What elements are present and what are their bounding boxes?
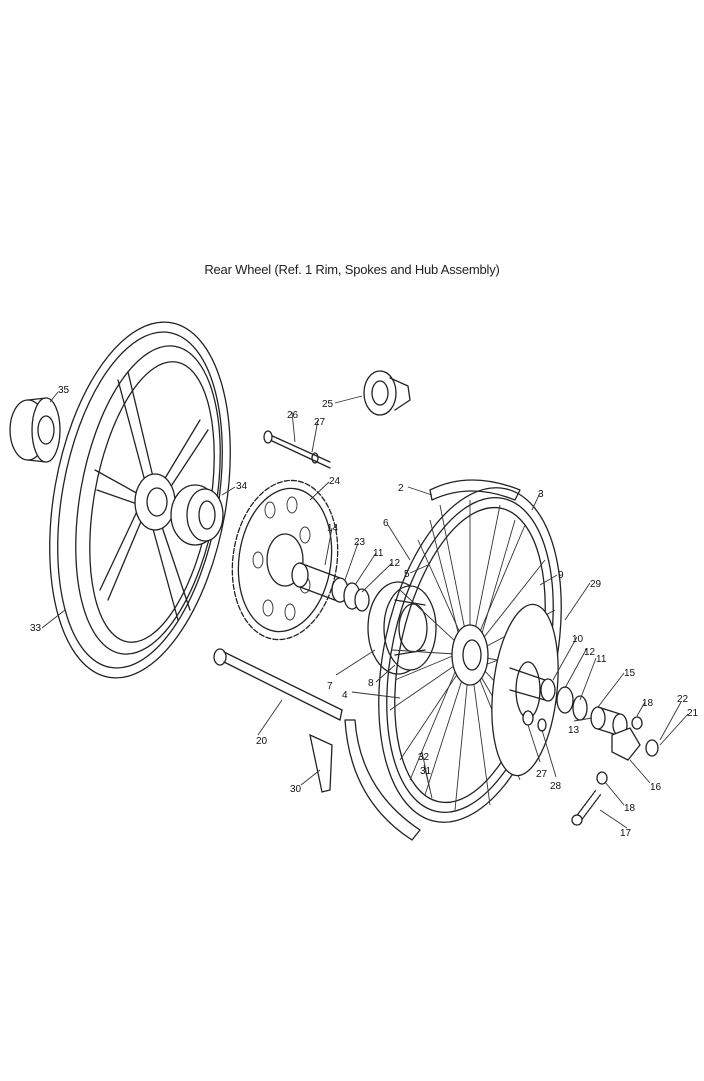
callout-31: 31	[420, 766, 432, 777]
callout-11a: 11	[373, 548, 384, 559]
callout-10: 10	[572, 634, 584, 645]
callout-22: 22	[677, 694, 689, 705]
callout-28: 28	[550, 781, 562, 792]
callout-7: 7	[327, 681, 333, 692]
callout-2: 2	[398, 483, 404, 494]
rear-sprocket	[231, 479, 339, 641]
callout-11b: 11	[596, 654, 607, 665]
callout-35: 35	[58, 385, 70, 396]
callout-16: 16	[650, 782, 662, 793]
callout-8: 8	[368, 678, 374, 689]
rim-tape	[344, 479, 521, 841]
callout-34: 34	[236, 481, 248, 492]
callout-17: 17	[620, 828, 632, 839]
callout-5: 5	[404, 569, 410, 580]
callout-26: 26	[287, 410, 299, 421]
left-spacers	[291, 562, 370, 612]
bearing-drum	[9, 397, 61, 463]
callout-21: 21	[687, 708, 699, 719]
callout-15: 15	[624, 668, 636, 679]
cast-wheel	[49, 321, 231, 679]
diagram-title: Rear Wheel (Ref. 1 Rim, Spokes and Hub A…	[204, 262, 500, 277]
callout-23: 23	[354, 537, 366, 548]
callout-labels: 35 34 33 25 26 27 24 2 3 6 5 9 29 14 23 …	[30, 385, 699, 839]
torque-arm-bracket	[309, 733, 333, 793]
callout-30: 30	[290, 784, 302, 795]
callout-3: 3	[538, 489, 544, 500]
callout-32: 32	[418, 752, 430, 763]
callout-12b: 12	[584, 647, 596, 658]
speedo-drive	[363, 370, 411, 416]
brake-hub	[367, 581, 437, 675]
spindle-bolt	[263, 430, 331, 469]
callout-27b: 27	[536, 769, 548, 780]
callout-12a: 12	[389, 558, 401, 569]
callout-4: 4	[342, 690, 348, 701]
callout-20: 20	[256, 736, 268, 747]
callout-13: 13	[568, 725, 580, 736]
brake-disc	[491, 603, 559, 777]
callout-6: 6	[383, 518, 389, 529]
callout-25: 25	[322, 399, 334, 410]
callout-27a: 27	[314, 417, 326, 428]
callout-29: 29	[590, 579, 602, 590]
chain-adjuster	[596, 716, 659, 785]
wheel-axle	[213, 648, 343, 721]
callout-33: 33	[30, 623, 42, 634]
callout-18a: 18	[642, 698, 654, 709]
leader-lines	[41, 391, 689, 829]
adjuster-bolt	[571, 789, 602, 826]
callout-24: 24	[329, 476, 341, 487]
callout-18b: 18	[624, 803, 636, 814]
callout-14: 14	[327, 523, 339, 534]
callout-9: 9	[558, 570, 564, 581]
